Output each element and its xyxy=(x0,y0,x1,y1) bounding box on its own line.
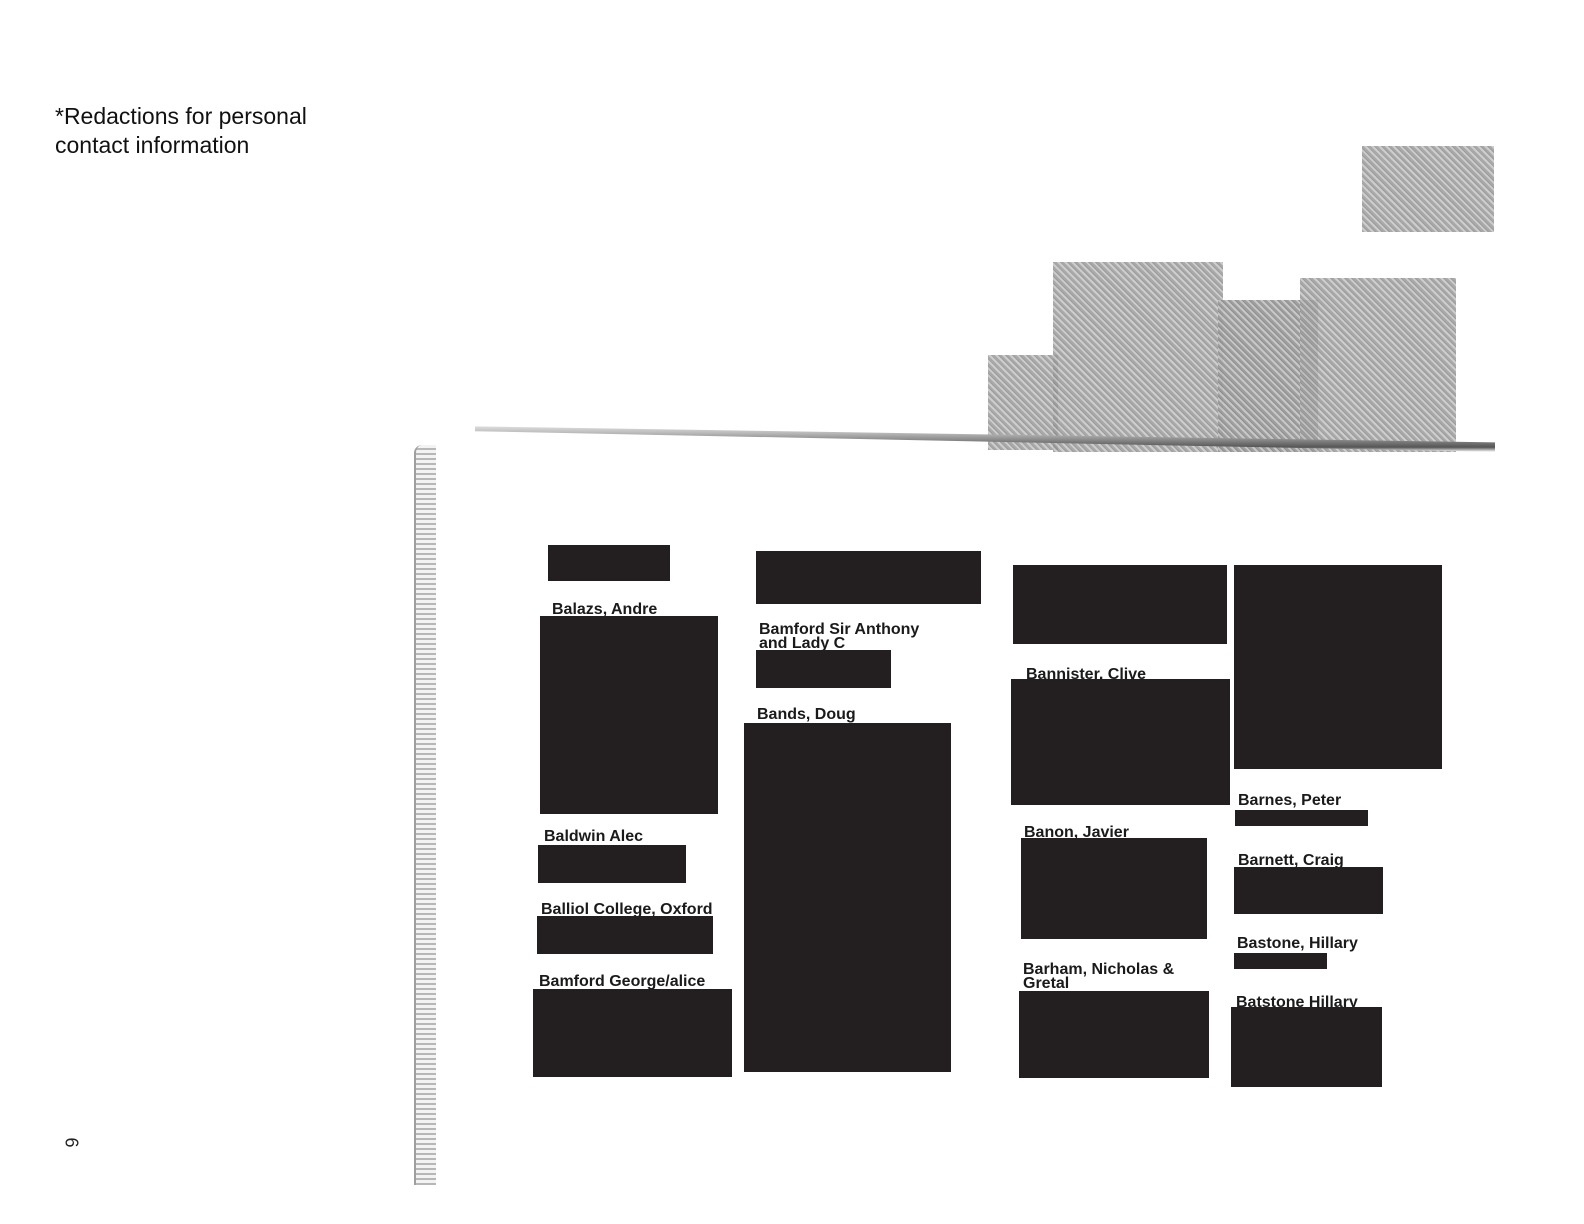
entry-name: Bannister, Clive xyxy=(1026,666,1147,683)
entry-name: Bastone, Hillary xyxy=(1237,935,1358,952)
entry-name: Banon, Javier xyxy=(1024,824,1129,841)
redaction-box xyxy=(540,616,718,814)
redaction-box xyxy=(756,650,891,688)
entry-name: Bamford George/alice xyxy=(539,973,706,990)
redaction-box xyxy=(756,551,981,604)
entry-name: Baldwin Alec xyxy=(544,828,643,845)
entry-name: Barham, Nicholas & Gretal xyxy=(1023,961,1175,992)
redaction-box xyxy=(1231,1007,1382,1087)
entry-name: Batstone Hillary xyxy=(1236,994,1358,1011)
page-number: 6 xyxy=(61,1137,82,1148)
redaction-box xyxy=(1235,810,1368,826)
entry-name: Bamford Sir Anthony and Lady C xyxy=(759,621,920,652)
redaction-box xyxy=(1013,565,1227,644)
entry-name: Barnett, Craig xyxy=(1238,852,1344,869)
entry-name: Bands, Doug xyxy=(757,706,856,723)
entry-name: Balazs, Andre xyxy=(552,601,658,618)
redaction-box xyxy=(1019,991,1209,1078)
redaction-box xyxy=(537,916,713,954)
redaction-box xyxy=(1234,953,1327,969)
entry-name: Barnes, Peter xyxy=(1238,792,1342,809)
redaction-box xyxy=(1011,679,1230,805)
scan-binding-edge xyxy=(414,445,436,1185)
redaction-box xyxy=(1234,867,1383,914)
redaction-note: *Redactions for personal contact informa… xyxy=(55,103,307,158)
redaction-box xyxy=(538,845,686,883)
redaction-box xyxy=(1021,838,1207,939)
redaction-box xyxy=(744,723,951,1072)
redaction-box xyxy=(548,545,670,581)
redaction-box xyxy=(1234,565,1442,769)
entry-name: Balliol College, Oxford xyxy=(541,901,713,918)
redaction-box xyxy=(533,989,732,1077)
